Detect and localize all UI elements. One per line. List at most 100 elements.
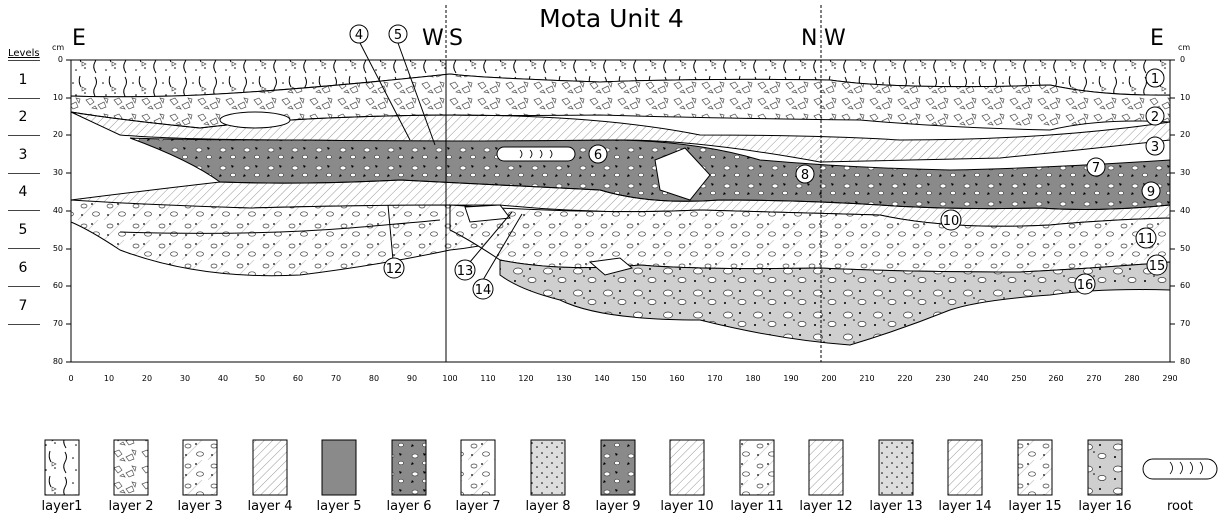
callout-12-text: 12: [386, 262, 403, 277]
distance-tick: 10: [103, 374, 115, 383]
distance-tick: 80: [368, 374, 380, 383]
depth-tick-right: 60: [1180, 281, 1191, 290]
callout-9-text: 9: [1147, 185, 1155, 200]
level-divider: [8, 210, 40, 211]
callout-11: [1135, 227, 1157, 249]
unit-label-right: cm: [1178, 43, 1191, 52]
level-divider: [8, 135, 40, 136]
level-divider: [8, 286, 40, 287]
legend-swatch-layer15: [1017, 439, 1053, 496]
level-label: 2: [18, 109, 28, 125]
legend-label: layer 6: [386, 499, 432, 514]
callout-2-text: 2: [1151, 110, 1159, 125]
distance-tick: 120: [518, 374, 534, 383]
legend-label: layer 10: [660, 499, 714, 514]
callout-10-text: 10: [943, 214, 960, 229]
legend-swatch-layer14: [947, 439, 983, 496]
legend-swatch-layer4: [252, 439, 288, 496]
distance-tick: 220: [897, 374, 913, 383]
distance-tick: 190: [783, 374, 799, 383]
legend-swatch-layer3: [182, 439, 218, 496]
direction-east-left: E: [72, 26, 86, 51]
distance-tick: 260: [1048, 374, 1064, 383]
callout-6-text: 6: [594, 148, 602, 163]
depth-tick-right: 70: [1180, 319, 1191, 328]
depth-tick-right: 10: [1180, 93, 1191, 102]
y-axis-ticks: [66, 59, 1175, 363]
callout-4-text: 4: [355, 28, 363, 43]
legend-swatch-layer11: [739, 439, 775, 496]
callout-11-text: 11: [1138, 232, 1155, 247]
legend-swatch-layer13: [878, 439, 914, 496]
callout-16-text: 16: [1077, 278, 1094, 293]
callout-texts: 1 2 3 4 5 6 7 8 9 10 11 12 13 14 15 16: [355, 28, 1165, 298]
distance-tick: 290: [1162, 374, 1178, 383]
distance-tick: 230: [935, 374, 951, 383]
callout-14: [472, 278, 494, 300]
level-divider: [8, 324, 40, 325]
direction-south: S: [449, 26, 463, 51]
callout-leader: [397, 42, 436, 146]
distance-tick: 170: [707, 374, 723, 383]
legend-label: root: [1166, 499, 1194, 514]
legend-label: layer 11: [730, 499, 784, 514]
distance-tick: 100: [442, 374, 458, 383]
callout-9: [1141, 181, 1161, 201]
distance-tick: 20: [141, 374, 153, 383]
level-label: 7: [18, 298, 28, 314]
unit-label-left: cm: [52, 43, 65, 52]
distance-tick: 280: [1124, 374, 1140, 383]
callout-1-text: 1: [1151, 72, 1159, 87]
layer-boundary: [119, 219, 441, 234]
distance-tick: 90: [406, 374, 418, 383]
rock-block: [588, 257, 634, 276]
depth-tick-left: 30: [52, 168, 63, 177]
legend-swatch-layer7: [460, 439, 496, 496]
level-label: 3: [18, 147, 28, 163]
legend-label: layer1: [41, 499, 83, 514]
legend-label: layer 16: [1078, 499, 1132, 514]
callout-12: [383, 257, 405, 279]
callout-4: [349, 24, 369, 44]
legend-swatch-layer12: [808, 439, 844, 496]
direction-west-2: W: [824, 26, 846, 51]
level-divider: [8, 98, 40, 99]
distance-tick: 210: [859, 374, 875, 383]
callout-leader: [359, 42, 411, 141]
distance-tick: 180: [745, 374, 761, 383]
level-label: 1: [18, 72, 28, 88]
level-label: 4: [18, 184, 28, 200]
callout-6: [588, 144, 608, 164]
legend-label: layer 8: [525, 499, 571, 514]
callout-13-text: 13: [457, 264, 474, 279]
depth-tick-left: 60: [52, 281, 63, 290]
distance-tick: 140: [594, 374, 610, 383]
diagram-title: Mota Unit 4: [539, 4, 684, 33]
callout-5: [388, 24, 408, 44]
legend-label: layer 12: [799, 499, 853, 514]
distance-tick: 60: [292, 374, 304, 383]
distance-tick: 250: [1011, 374, 1027, 383]
level-divider: [8, 60, 40, 61]
callout-15-text: 15: [1149, 259, 1166, 274]
legend-label: layer 7: [455, 499, 501, 514]
callout-16: [1074, 273, 1096, 295]
rock-block: [654, 147, 711, 201]
depth-tick-right: 80: [1180, 357, 1191, 366]
direction-north: N: [801, 26, 818, 51]
callout-15: [1146, 254, 1168, 276]
legend-label: layer 2: [108, 499, 154, 514]
callout-7: [1086, 157, 1106, 177]
distance-tick: 40: [217, 374, 229, 383]
depth-tick-left: 20: [52, 130, 63, 139]
callout-7-text: 7: [1092, 161, 1100, 176]
depth-tick-left: 0: [57, 55, 63, 64]
callout-14-text: 14: [475, 283, 492, 298]
legend-swatch-root: [1142, 458, 1218, 480]
direction-west-1: W: [422, 26, 444, 51]
depth-tick-left: 10: [52, 93, 63, 102]
callout-3-text: 3: [1151, 140, 1159, 155]
level-divider: [8, 173, 40, 174]
callout-13: [454, 259, 476, 281]
